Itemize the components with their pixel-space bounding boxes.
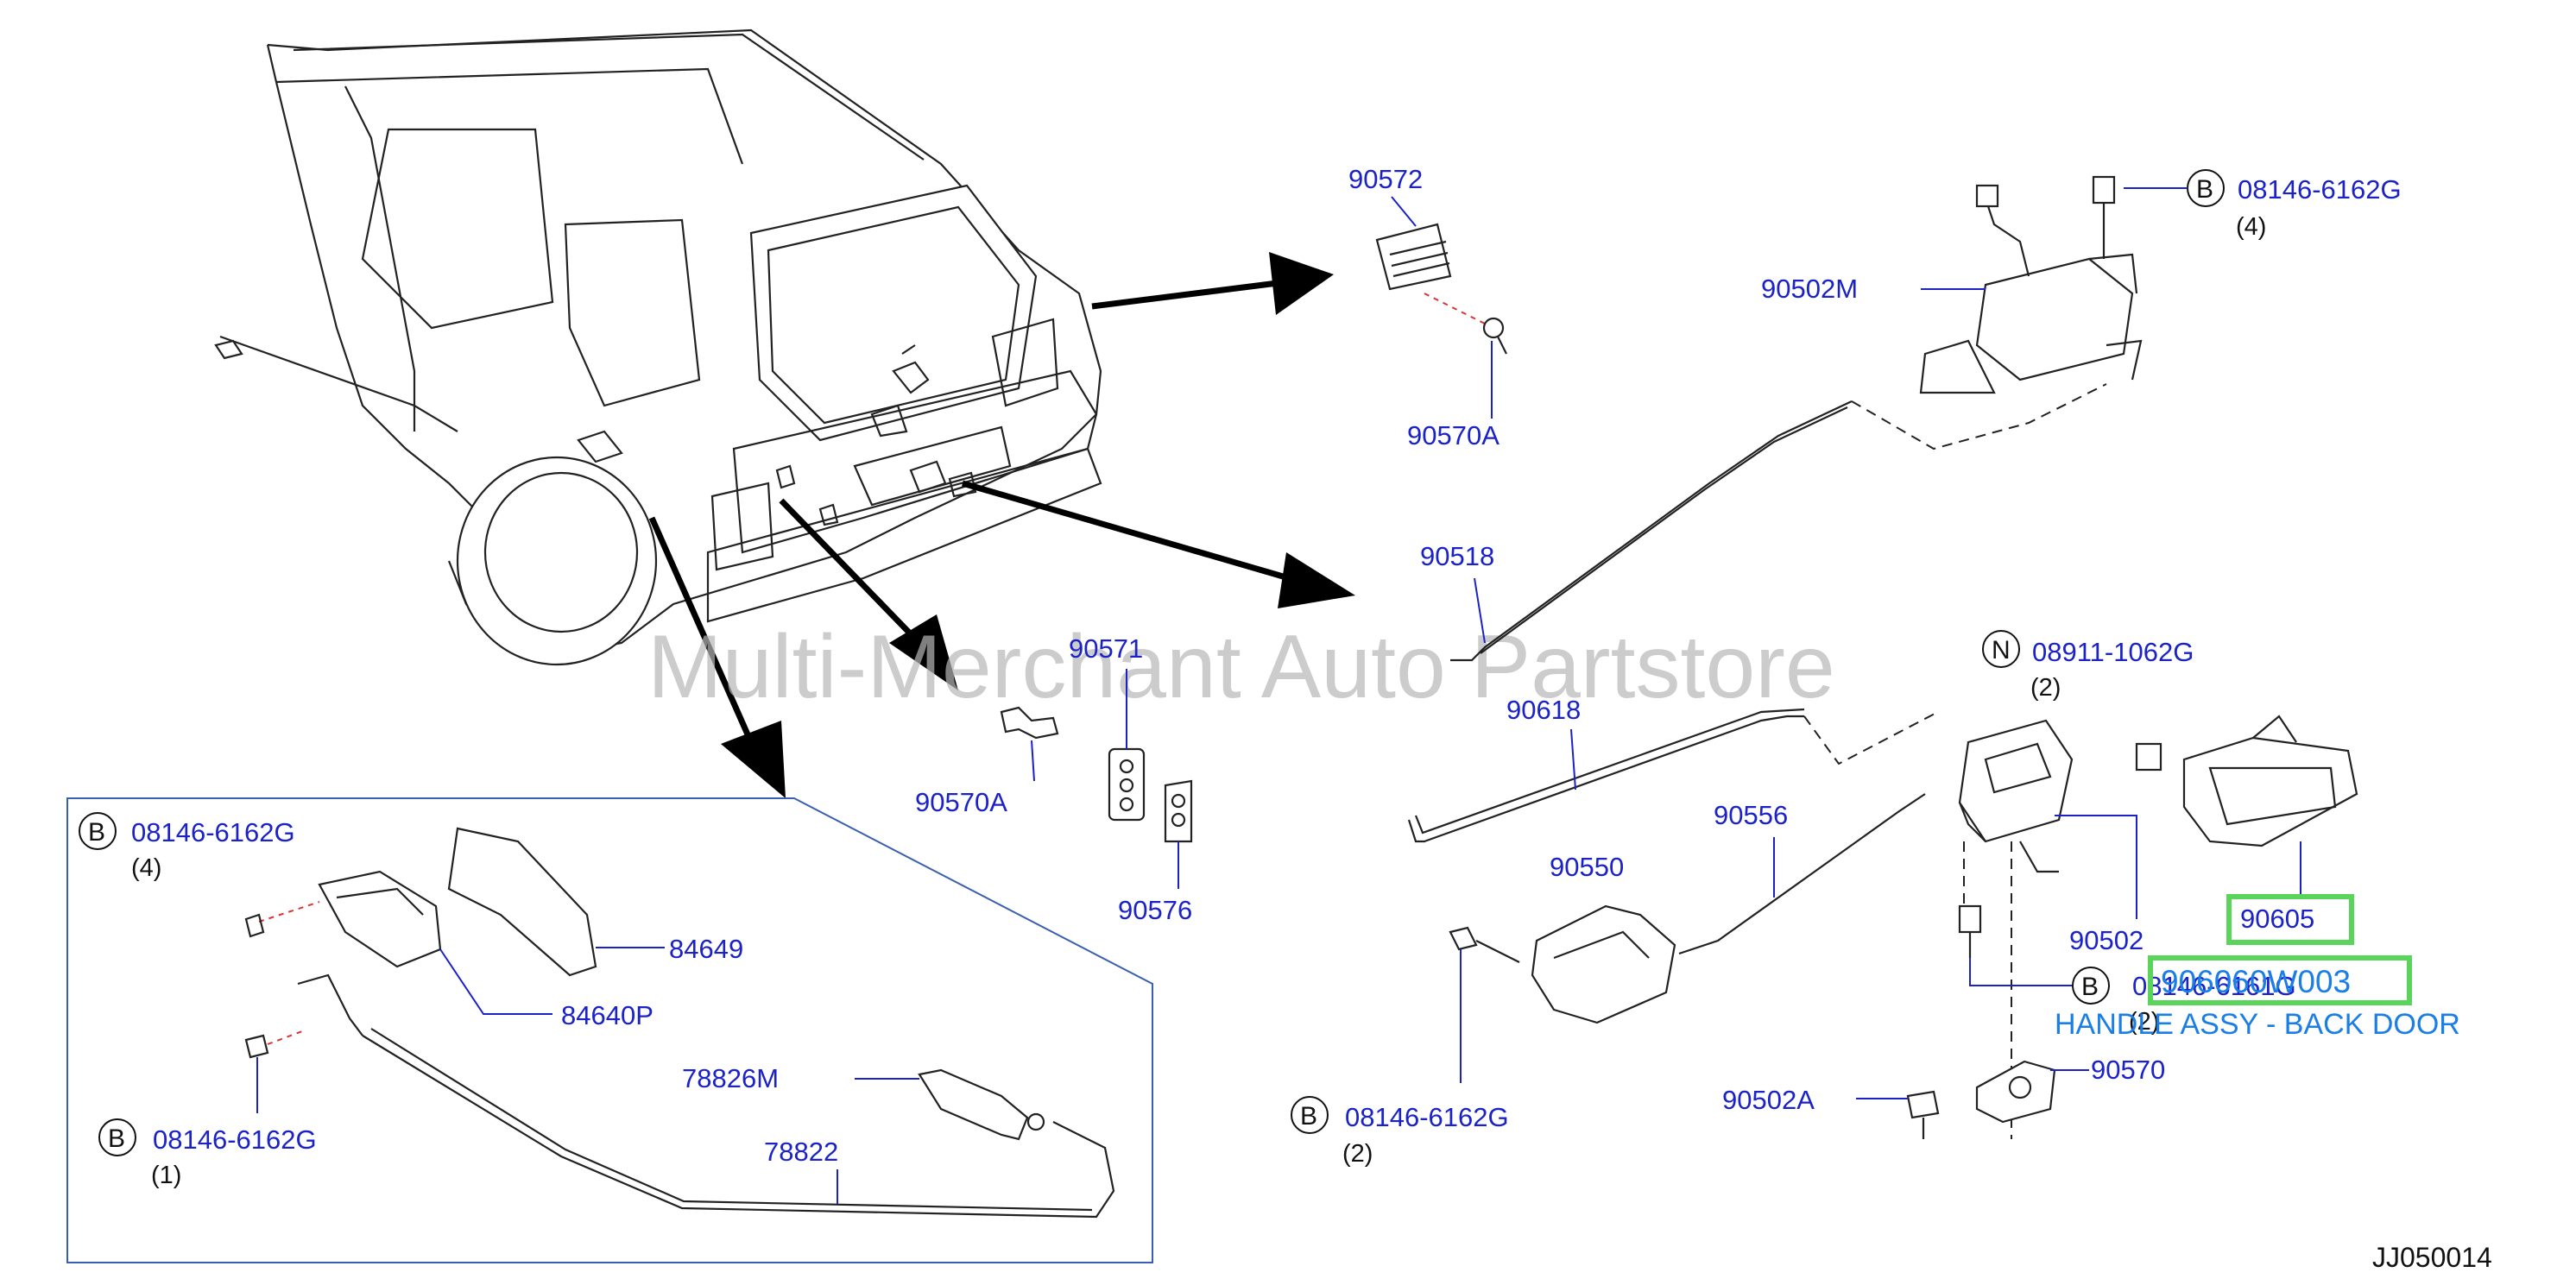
bumper-90571-drawing bbox=[1000, 706, 1193, 843]
inset-release-drawing bbox=[244, 827, 1115, 1219]
part-label-90618[interactable]: 90618 bbox=[1506, 695, 1581, 725]
handle-90605-drawing bbox=[2182, 715, 2358, 847]
part-label-78826M[interactable]: 78826M bbox=[682, 1063, 779, 1093]
badge-circle bbox=[98, 1118, 136, 1156]
part-label-90502M[interactable]: 90502M bbox=[1761, 274, 1858, 304]
vehicle-illustration bbox=[214, 28, 1102, 666]
part-label-08146-6162G-bottom[interactable]: 08146-6162G bbox=[1345, 1102, 1509, 1132]
bracket-90572-drawing bbox=[1375, 223, 1507, 355]
quantity-4-top: (4) bbox=[2236, 213, 2266, 241]
part-label-78822[interactable]: 78822 bbox=[764, 1137, 838, 1167]
badge-b: B bbox=[2081, 973, 2099, 1001]
part-label-90550[interactable]: 90550 bbox=[1550, 852, 1624, 882]
inset-border bbox=[66, 797, 1153, 1263]
part-label-90570A-mid[interactable]: 90570A bbox=[915, 787, 1007, 817]
highlight-description: HANDLE ASSY - BACK DOOR bbox=[2055, 1008, 2460, 1041]
part-label-84640P[interactable]: 84640P bbox=[561, 1000, 653, 1030]
quantity-2-nut: (2) bbox=[2030, 674, 2061, 702]
part-label-08911-1062G[interactable]: 08911-1062G bbox=[2032, 637, 2194, 667]
highlight-callout[interactable]: 906060W003 HANDLE ASSY - BACK DOOR bbox=[2055, 955, 2460, 1041]
watermark: Multi-Merchant Auto Partstore bbox=[647, 617, 1835, 717]
badge-b: B bbox=[1300, 1102, 1317, 1131]
highlight-box-90605 bbox=[2226, 894, 2354, 945]
highlight-part-number[interactable]: 906060W003 bbox=[2161, 964, 2351, 999]
part-label-08146-6162G-top[interactable]: 08146-6162G bbox=[2238, 174, 2402, 205]
part-label-84649[interactable]: 84649 bbox=[669, 934, 743, 964]
lock-90502-drawing bbox=[1958, 719, 2162, 1139]
part-label-90570A-top[interactable]: 90570A bbox=[1407, 420, 1500, 450]
part-label-08146-6162G-inset-bottom[interactable]: 08146-6162G bbox=[153, 1124, 317, 1155]
pointer-arrows bbox=[648, 252, 1355, 798]
badge-b: B bbox=[2196, 175, 2213, 204]
part-label-90572[interactable]: 90572 bbox=[1348, 164, 1423, 194]
part-label-90556[interactable]: 90556 bbox=[1714, 800, 1788, 830]
part-label-90502A[interactable]: 90502A bbox=[1722, 1085, 1815, 1115]
latch-90502M-drawing bbox=[1919, 175, 2143, 394]
figure-code: JJ050014 bbox=[2372, 1242, 2492, 1273]
badge-n: N bbox=[1992, 636, 2011, 665]
badge-b: B bbox=[108, 1124, 125, 1153]
part-label-90502[interactable]: 90502 bbox=[2069, 925, 2144, 955]
part-label-08146-6162G-inset-top[interactable]: 08146-6162G bbox=[131, 817, 295, 847]
badge-b: B bbox=[88, 818, 105, 847]
badge-circle bbox=[2072, 967, 2110, 1005]
highlight-box-906060W003 bbox=[2148, 955, 2412, 1005]
part-label-90576[interactable]: 90576 bbox=[1118, 895, 1192, 925]
quantity-1-inset: (1) bbox=[151, 1162, 181, 1189]
part-label-90518[interactable]: 90518 bbox=[1420, 541, 1494, 571]
actuator-90550-drawing bbox=[1449, 904, 1676, 1024]
part-label-90570[interactable]: 90570 bbox=[2091, 1055, 2165, 1085]
badge-circle bbox=[79, 812, 117, 850]
striker-90570-drawing bbox=[1906, 1060, 2056, 1139]
badge-circle bbox=[1291, 1096, 1329, 1134]
quantity-2-b: (2) bbox=[2129, 1008, 2159, 1036]
quantity-2-bottom: (2) bbox=[1342, 1140, 1373, 1168]
part-label-08146-6161G[interactable]: 08146-6161G bbox=[2132, 971, 2296, 1001]
quantity-4-inset: (4) bbox=[131, 854, 161, 882]
part-label-90605[interactable]: 90605 bbox=[2240, 904, 2314, 934]
part-label-90571[interactable]: 90571 bbox=[1069, 633, 1143, 664]
badge-circle bbox=[1982, 630, 2020, 668]
